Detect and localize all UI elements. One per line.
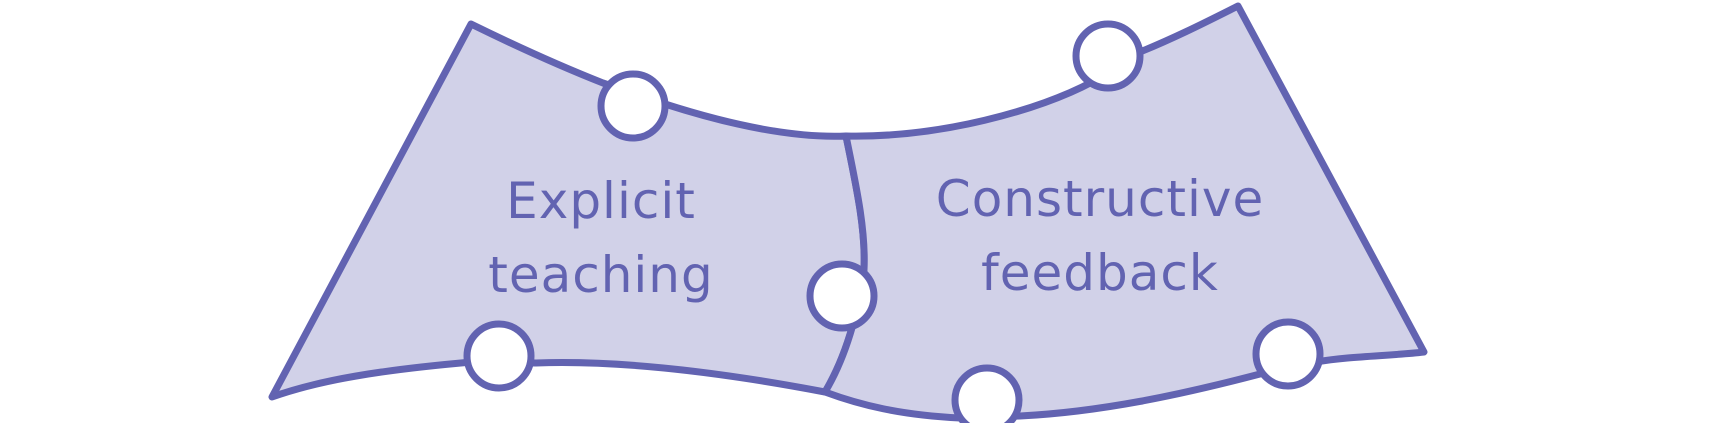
puzzle-knob-left-top: [597, 70, 669, 142]
puzzle-piece-left-label-line-1: Explicit: [506, 172, 696, 230]
puzzle-piece-right-label-line-1: Constructive: [936, 170, 1264, 228]
puzzle-knob-right-top: [1072, 20, 1144, 92]
puzzle-knob-right-bottom-right: [1252, 318, 1324, 390]
puzzle-piece-right: Constructive feedback: [806, 2, 1428, 423]
puzzle-knob-left-bottom: [463, 320, 535, 392]
puzzle-piece-right-label-line-2: feedback: [981, 244, 1219, 302]
puzzle-piece-left-label-line-2: teaching: [488, 246, 714, 304]
puzzle-knob-right-left: [806, 260, 878, 332]
puzzle-knob-right-bottom: [951, 364, 1023, 423]
puzzle-piece-left: Explicit teaching: [268, 20, 868, 401]
